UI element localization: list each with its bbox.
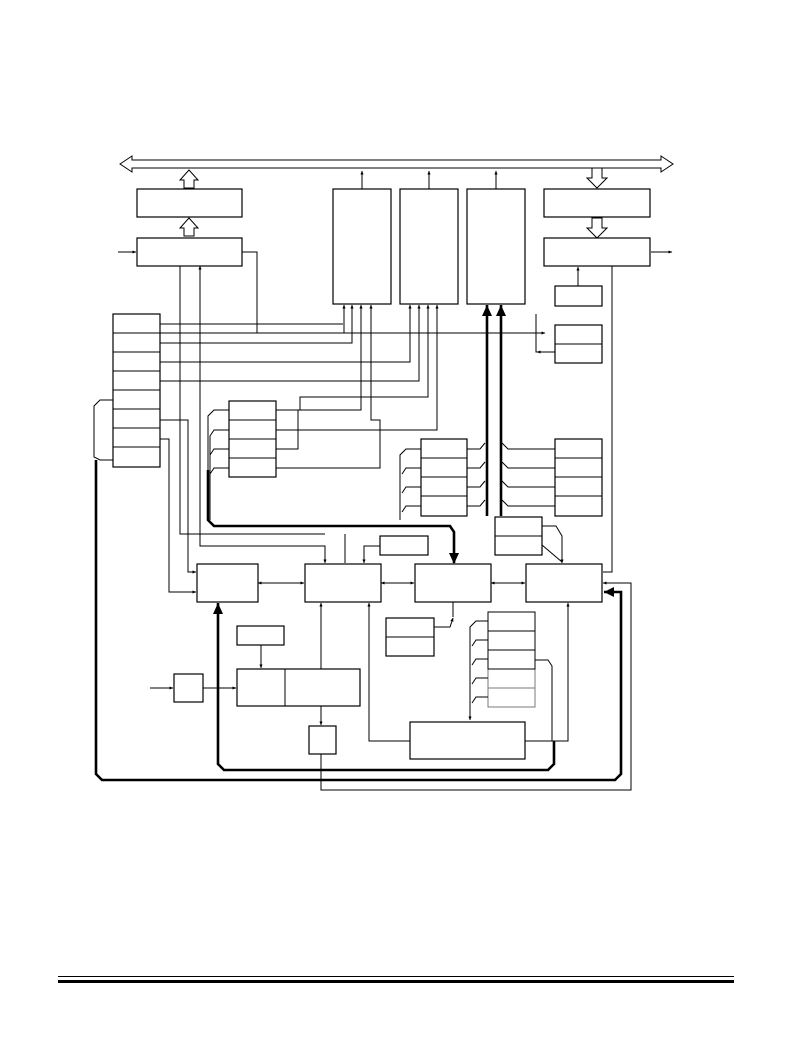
block-stack-faint: [487, 611, 536, 708]
footer-rule-thick: [58, 980, 734, 983]
block-top-right: [543, 188, 651, 218]
block-right-register: [543, 237, 651, 267]
block-tall-2: [399, 188, 459, 305]
hollow-arrow-down-1: [585, 167, 609, 189]
block-small-mid: [379, 535, 429, 556]
block-tall-1: [332, 188, 392, 305]
block-left-register: [136, 237, 243, 267]
hollow-arrow-up-1: [178, 169, 200, 189]
hollow-arrow-up-2: [178, 217, 200, 237]
block-unit-2: [304, 563, 382, 603]
block-bottom-wide: [409, 721, 526, 760]
block-small-right: [554, 285, 603, 307]
block-unit-4: [525, 563, 603, 603]
block-unit-1: [196, 563, 259, 603]
block-split: [236, 668, 361, 707]
block-small-top: [236, 625, 285, 646]
footer-rule-thin: [58, 976, 734, 977]
block-top-left: [136, 188, 243, 218]
block-small-square: [308, 725, 337, 755]
block-tall-3: [466, 188, 526, 305]
hollow-arrow-down-2: [585, 217, 609, 239]
system-bus: [119, 155, 674, 173]
block-unit-3: [414, 563, 492, 603]
block-input-small: [173, 673, 204, 703]
